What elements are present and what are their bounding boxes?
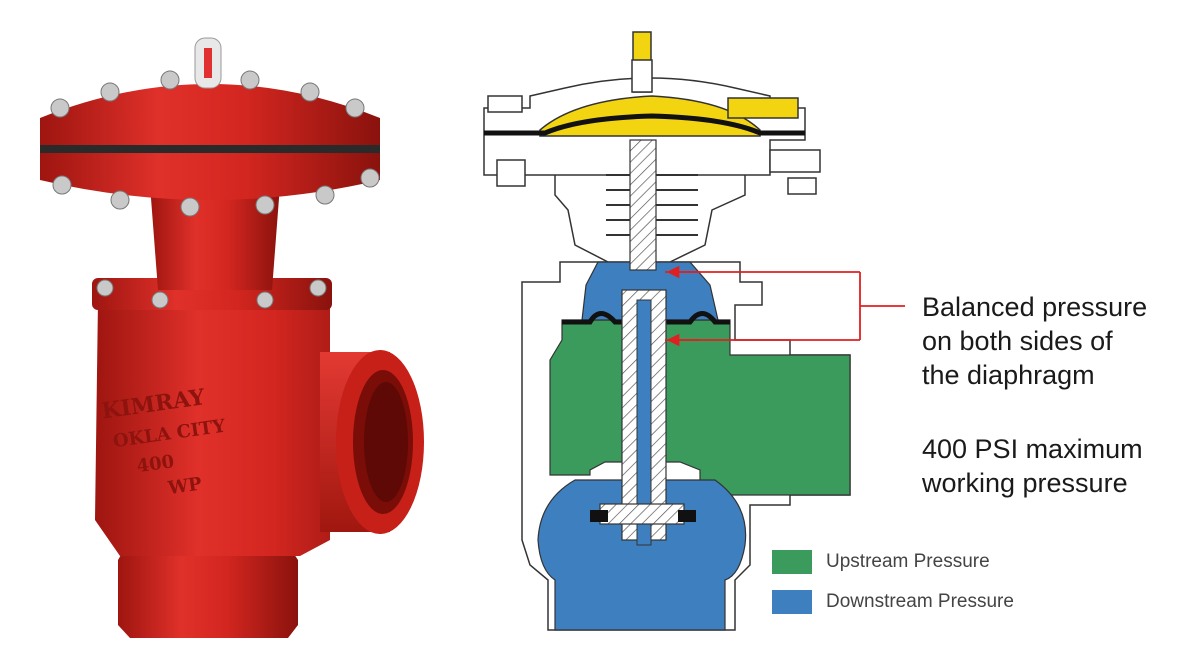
legend-upstream-swatch [772, 550, 812, 574]
vent-fitting [727, 97, 799, 119]
spec-line-1: 400 PSI maximum [922, 434, 1143, 464]
valve-photo: KIMRAY OKLA CITY 400 WP [40, 37, 424, 638]
seat-plate [599, 503, 685, 525]
spec-line-2: working pressure [922, 468, 1128, 498]
callout-line-2: on both sides of [922, 326, 1113, 356]
bottom-nut [118, 548, 298, 638]
legend-upstream: Upstream Pressure [772, 548, 1014, 576]
legend-downstream-swatch [772, 590, 812, 614]
diaphragm-case [40, 84, 380, 200]
pressure-legend: Upstream Pressure Downstream Pressure [772, 548, 1014, 628]
max-pressure-callout: 400 PSI maximum working pressure [922, 432, 1182, 500]
marking-wp: WP [166, 473, 204, 499]
pilot-tube [636, 299, 652, 546]
callout-line-3: the diaphragm [922, 360, 1095, 390]
callout-line-1: Balanced pressure [922, 292, 1148, 322]
legend-downstream: Downstream Pressure [772, 588, 1014, 616]
legend-downstream-label: Downstream Pressure [826, 591, 1014, 612]
valve-stem [629, 139, 657, 271]
balanced-pressure-callout: Balanced pressure on both sides of the d… [922, 290, 1182, 392]
valve-body [95, 300, 390, 556]
upper-diaphragm [484, 113, 805, 136]
marking-rating: 400 [135, 451, 175, 477]
legend-upstream-label: Upstream Pressure [826, 551, 990, 572]
